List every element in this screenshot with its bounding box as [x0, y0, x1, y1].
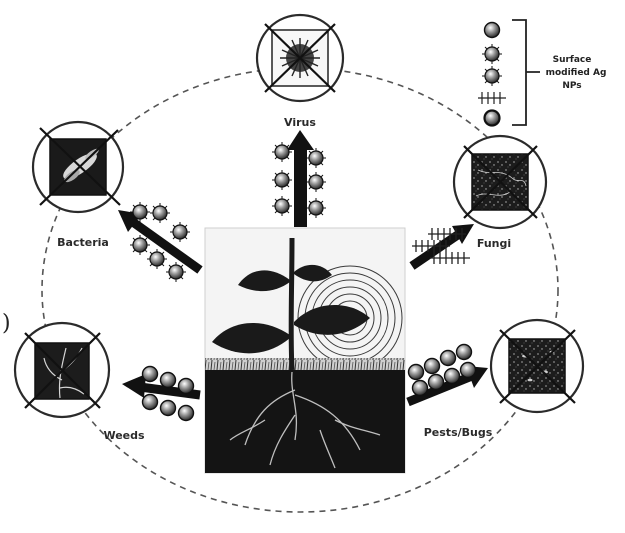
plant-panel — [205, 228, 405, 473]
label-virus: Virus — [284, 116, 316, 129]
virus-node — [257, 15, 343, 101]
plant-stem — [291, 238, 292, 370]
bacteria-node — [33, 122, 123, 212]
legend-bracket — [512, 20, 540, 125]
fungi-node — [454, 136, 546, 228]
label-weeds: Weeds — [103, 429, 145, 442]
label-fungi: Fungi — [477, 237, 511, 250]
legend-text-line3: NPs — [562, 81, 581, 91]
label-pests: Pests/Bugs — [424, 426, 493, 439]
legend-text-line2: modified Ag — [546, 68, 607, 78]
side-mark: ) — [2, 311, 11, 336]
legend: Surface modified Ag NPs — [478, 20, 606, 126]
weeds-node — [15, 323, 109, 417]
label-bacteria: Bacteria — [57, 236, 109, 249]
legend-text-line1: Surface — [553, 55, 592, 65]
pests-node — [491, 320, 583, 412]
arrow-to-fungi — [412, 224, 474, 266]
soil — [205, 370, 405, 473]
np-dashed-icon — [478, 92, 506, 104]
